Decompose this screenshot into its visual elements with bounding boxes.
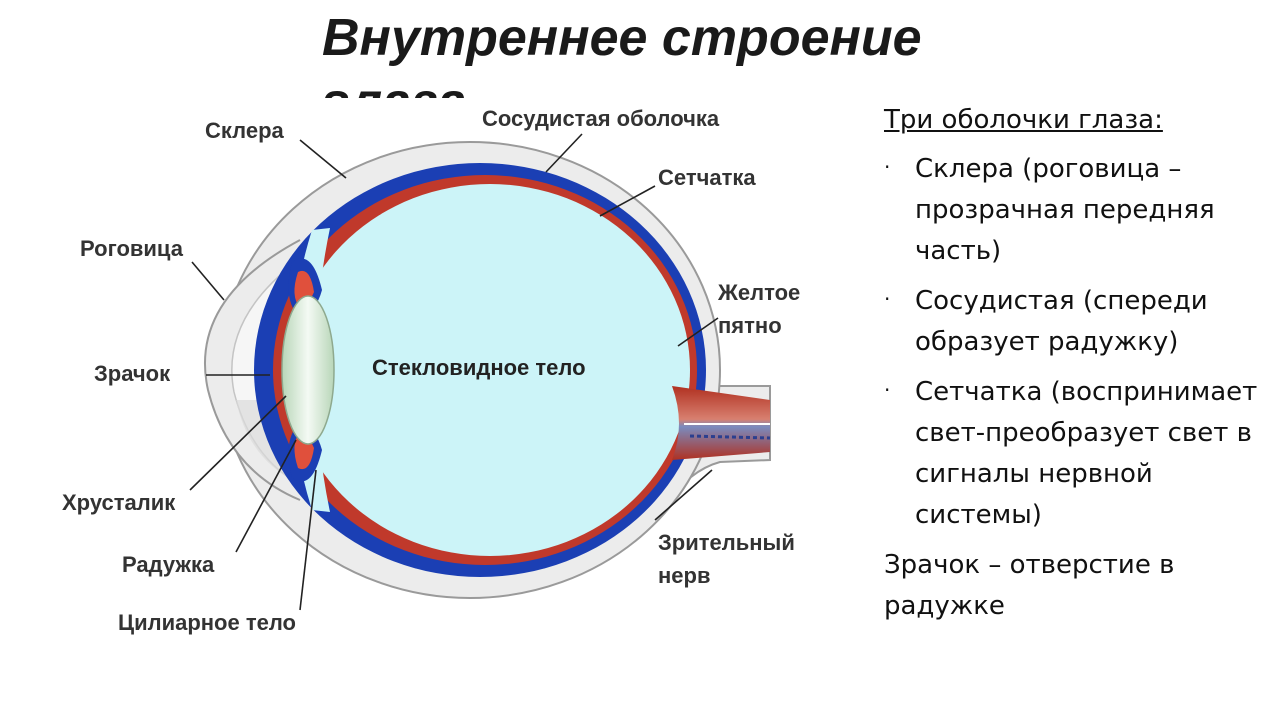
bullet-text: Сетчатка (воспринимает свет-преобразует … (915, 377, 1258, 530)
bullet-list: · Склера (роговица – прозрачная передняя… (884, 149, 1276, 536)
leader-sclera (299, 139, 347, 179)
label-pupil: Зрачок (94, 361, 171, 386)
pupil-note: Зрачок – отверстие в радужке (884, 550, 1175, 621)
label-optic-nerve-2: нерв (658, 563, 711, 588)
vitreous-shape (290, 184, 690, 556)
bullet-text: Склера (роговица – прозрачная передняя ч… (915, 154, 1215, 266)
label-retina: Сетчатка (658, 165, 756, 190)
label-ciliary: Цилиарное тело (118, 610, 296, 635)
slide-title: Внутреннее строение глаза (322, 9, 922, 98)
bullet-dot: · (884, 155, 891, 179)
bullet-dot: · (884, 287, 891, 311)
leader-macula (677, 317, 719, 347)
label-iris: Радужка (122, 552, 215, 577)
label-macula-2: пятно (718, 313, 782, 338)
label-choroid: Сосудистая оболочка (482, 106, 720, 131)
leader-lens (189, 395, 287, 491)
leader-iris (235, 439, 297, 553)
label-optic-nerve-1: Зрительный (658, 530, 795, 555)
text-panel: Три оболочки глаза: · Склера (роговица –… (884, 100, 1276, 653)
label-sclera: Склера (205, 118, 285, 143)
optic-nerve-fibers (689, 434, 771, 440)
leader-cornea (191, 261, 225, 301)
list-item: · Сосудистая (спереди образует радужку) (884, 281, 1276, 363)
list-item: · Сетчатка (воспринимает свет-преобразуе… (884, 372, 1276, 536)
leader-choroid (545, 133, 583, 173)
leader-optic-nerve (654, 469, 713, 521)
leader-retina (599, 185, 656, 217)
bullet-dot: · (884, 378, 891, 402)
label-lens: Хрусталик (62, 490, 176, 515)
panel-heading: Три оболочки глаза: (884, 105, 1163, 135)
leader-ciliary (299, 469, 317, 611)
label-macula-1: Желтое (717, 280, 800, 305)
bullet-text: Сосудистая (спереди образует радужку) (915, 286, 1208, 357)
label-vitreous: Стекловидное тело (372, 355, 586, 380)
label-cornea: Роговица (80, 236, 184, 261)
lens-shape (281, 295, 335, 445)
list-item: · Склера (роговица – прозрачная передняя… (884, 149, 1276, 272)
